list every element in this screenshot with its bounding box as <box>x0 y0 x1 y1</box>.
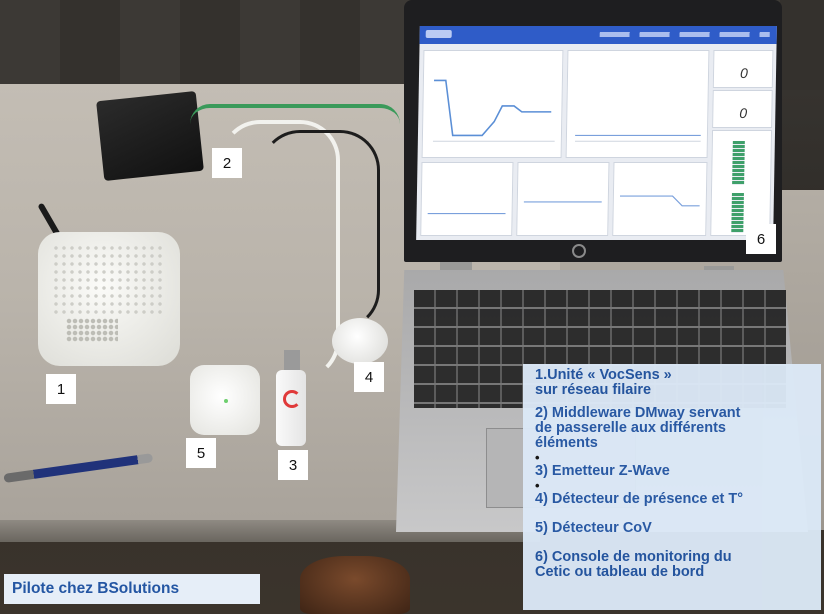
legend-item-1-line-1: 1.Unité « VocSens » <box>535 367 672 383</box>
shoe <box>300 556 410 614</box>
legend-bullet-2: • <box>535 478 540 493</box>
dashboard-logo <box>425 30 452 38</box>
legend-item-6: 6) Console de monitoring du Cetic ou tab… <box>535 550 811 580</box>
dashboard-line-chart-2 <box>575 134 701 142</box>
label-5: 5 <box>186 438 216 468</box>
dashboard-header <box>419 26 777 44</box>
laptop-screen-dashboard: 0 0 <box>416 26 777 240</box>
usb-cable-white <box>220 120 340 380</box>
dashboard-gauge-bar-1 <box>732 141 745 185</box>
hp-logo <box>572 244 586 258</box>
vocsens-grille <box>66 318 118 342</box>
usb-cable-black <box>260 130 380 330</box>
label-6: 6 <box>746 224 776 254</box>
dashboard-panel-chart-2 <box>565 50 710 158</box>
cov-detector-led <box>224 399 228 403</box>
dashboard-panel-chart-3 <box>420 162 514 236</box>
dmway-middleware-box <box>96 90 204 182</box>
zwave-usb-logo <box>283 390 301 408</box>
dashboard-header-menu <box>599 32 770 37</box>
dashboard-kpi-value-2: 0 <box>739 105 748 121</box>
dashboard-kpi-value-1: 0 <box>739 65 748 81</box>
vocsens-vent-pattern <box>52 244 164 314</box>
legend-item-5: 5) Détecteur CoV <box>535 521 811 536</box>
presence-detector <box>332 318 388 364</box>
legend-item-1: 1.Unité « VocSens » sur réseau filaire <box>535 368 811 398</box>
zwave-usb-stick <box>276 370 306 446</box>
legend-box: 1.Unité « VocSens » sur réseau filaire 2… <box>523 364 821 610</box>
dashboard-panel-chart-4 <box>516 162 610 236</box>
legend-item-2-line-3: éléments <box>535 435 598 451</box>
zwave-usb-plug <box>284 350 300 372</box>
legend-item-6-line-2: Cetic ou tableau de bord <box>535 564 705 580</box>
label-1: 1 <box>46 374 76 404</box>
dashboard-line-chart-3 <box>427 213 506 215</box>
dashboard-panel-chart-1 <box>421 50 564 158</box>
label-2: 2 <box>212 148 242 178</box>
dashboard-line-chart-4 <box>523 201 602 203</box>
legend-item-2-line-1: 2) Middleware DMway servant <box>535 405 741 421</box>
dashboard-kpi-panel-1: 0 <box>712 50 774 88</box>
dashboard-kpi-panel-2: 0 <box>712 90 773 128</box>
legend-item-3: 3) Emetteur Z-Wave <box>535 464 811 479</box>
dashboard-gauge-bar-2 <box>731 193 744 233</box>
legend-item-4: 4) Détecteur de présence et T° <box>535 492 811 507</box>
legend-bullet-1: • <box>535 450 540 465</box>
caption-text: Pilote chez BSolutions <box>12 580 180 597</box>
dashboard-line-chart-5 <box>619 195 700 207</box>
legend-item-5-text: 5) Détecteur CoV <box>535 520 652 536</box>
network-cable <box>190 104 400 124</box>
label-3: 3 <box>278 450 308 480</box>
dashboard-gauge-panel <box>710 130 773 236</box>
dashboard-panel-chart-5 <box>612 162 708 236</box>
legend-item-3-text: 3) Emetteur Z-Wave <box>535 463 670 479</box>
dashboard-line-chart-1 <box>432 79 555 142</box>
legend-item-6-line-1: 6) Console de monitoring du <box>535 549 732 565</box>
label-4: 4 <box>354 362 384 392</box>
legend-item-1-line-2: sur réseau filaire <box>535 382 652 398</box>
legend-item-2-line-2: de passerelle aux différents <box>535 420 726 436</box>
legend-item-4-text: 4) Détecteur de présence et T° <box>535 491 744 507</box>
legend-item-2: 2) Middleware DMway servant de passerell… <box>535 406 811 451</box>
caption-box: Pilote chez BSolutions <box>4 574 260 604</box>
